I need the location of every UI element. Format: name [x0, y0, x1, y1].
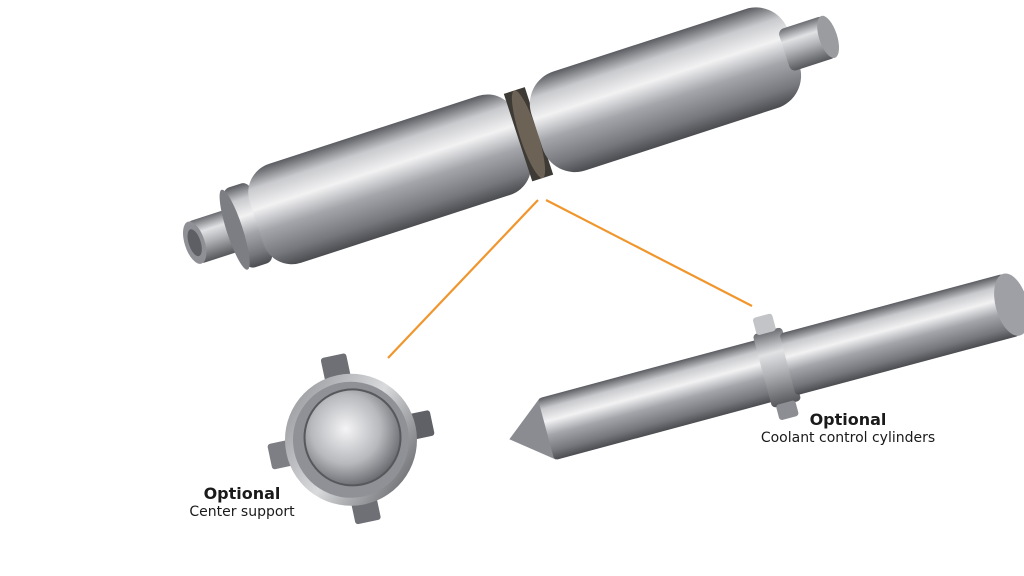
center-support-part	[267, 353, 435, 525]
callout-center-support-title: Optional	[203, 484, 281, 503]
callout-coolant: Optional Coolant control cylinders	[748, 410, 948, 448]
leader-line-center-support	[387, 199, 539, 359]
callout-center-support-subtitle: Center support	[189, 504, 295, 520]
callout-coolant-title: Optional	[809, 410, 887, 429]
main-cylinder-body	[182, 7, 840, 270]
leader-line-coolant	[545, 199, 753, 307]
coolant-cylinder-part	[509, 273, 1024, 460]
callout-center-support: Optional Center support	[176, 484, 308, 522]
callout-coolant-subtitle: Coolant control cylinders	[760, 430, 936, 446]
main-cylinder	[182, 7, 840, 270]
leader-lines	[387, 199, 753, 359]
